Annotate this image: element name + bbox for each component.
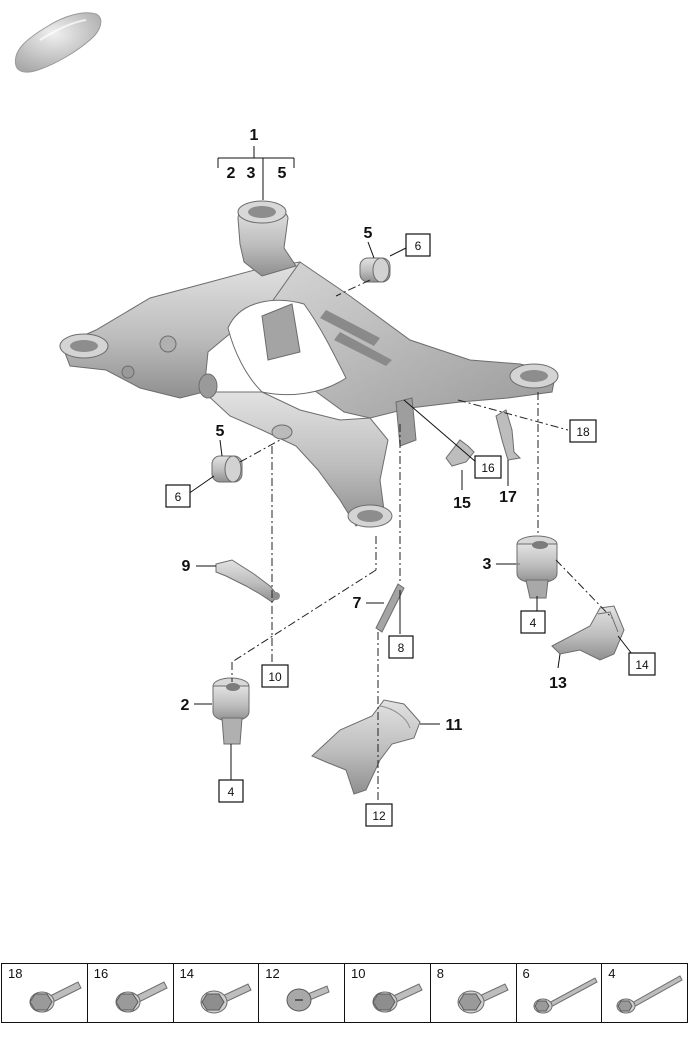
fastener-cell: 12 xyxy=(259,964,345,1022)
boxed-ref-4-left: 4 xyxy=(228,785,235,799)
fastener-number: 4 xyxy=(608,966,616,981)
boxed-ref-12: 12 xyxy=(372,809,386,823)
fastener-cell: 16 xyxy=(88,964,174,1022)
boxed-ref-4-right: 4 xyxy=(530,616,537,630)
flange-bolt-icon xyxy=(372,983,423,1013)
part-7-strip xyxy=(375,583,405,633)
boxed-ref-6-left: 6 xyxy=(175,490,182,504)
flange-bolt-icon xyxy=(200,983,252,1014)
boxed-ref-10: 10 xyxy=(268,670,282,684)
fastener-number: 14 xyxy=(179,966,194,981)
fastener-cell: 4 xyxy=(602,964,687,1022)
callout-2: 2 xyxy=(181,697,190,714)
callout-9: 9 xyxy=(182,558,191,575)
callout-numbers: 1 2 3 5 5 5 9 3 7 2 11 13 15 17 xyxy=(181,127,567,734)
fastener-number: 18 xyxy=(8,966,23,981)
boxed-ref-8: 8 xyxy=(398,641,405,655)
flange-bolt-icon xyxy=(115,981,168,1013)
callout-13: 13 xyxy=(549,675,567,692)
fastener-cell: 6 xyxy=(517,964,603,1022)
callout-5-left: 5 xyxy=(216,423,225,440)
fastener-cell: 10 xyxy=(345,964,431,1022)
fastener-number: 10 xyxy=(351,966,366,981)
boxed-references: 6 6 18 16 4 8 10 14 4 12 xyxy=(165,233,656,827)
car-silhouette-icon xyxy=(14,12,102,73)
fastener-table: 18 16 14 12 10 xyxy=(1,963,688,1023)
callout-7: 7 xyxy=(353,595,362,612)
long-bolt-icon xyxy=(616,975,683,1014)
subframe-bushing-lower xyxy=(211,455,243,483)
callout-1: 1 xyxy=(250,127,259,144)
leader-lines xyxy=(187,146,633,800)
part-17-clip xyxy=(495,409,522,461)
boxed-ref-16: 16 xyxy=(481,461,495,475)
rear-subframe xyxy=(59,200,559,528)
part-11-shield xyxy=(311,699,421,795)
callout-11: 11 xyxy=(446,717,463,734)
callout-1-sub-3: 3 xyxy=(247,165,256,182)
fastener-cell: 18 xyxy=(2,964,88,1022)
fastener-cell: 14 xyxy=(174,964,260,1022)
callout-1-sub-2: 2 xyxy=(227,165,236,182)
callout-5-top: 5 xyxy=(364,225,373,242)
part-9-bracket xyxy=(215,559,280,603)
callout-1-sub-5: 5 xyxy=(278,165,287,182)
long-bolt-icon xyxy=(533,977,598,1014)
fastener-cell: 8 xyxy=(431,964,517,1022)
boxed-ref-18: 18 xyxy=(576,425,590,439)
flange-bolt-icon xyxy=(29,981,82,1013)
fastener-number: 12 xyxy=(265,966,280,981)
part-3-mount xyxy=(514,535,558,599)
subframe-bushing-upper xyxy=(359,257,391,283)
callout-15: 15 xyxy=(453,495,471,512)
callout-17: 17 xyxy=(499,489,517,506)
boxed-ref-6-top: 6 xyxy=(415,239,422,253)
part-13-bracket xyxy=(551,605,625,661)
fastener-number: 16 xyxy=(93,966,109,981)
callout-3: 3 xyxy=(483,556,492,573)
fastener-number: 6 xyxy=(522,966,530,981)
round-head-screw-icon xyxy=(286,985,330,1012)
part-2-mount xyxy=(212,677,250,745)
fastener-number: 8 xyxy=(436,966,444,981)
flange-bolt-icon xyxy=(457,983,509,1014)
part-15-clip xyxy=(445,439,475,467)
boxed-ref-14: 14 xyxy=(635,658,649,672)
